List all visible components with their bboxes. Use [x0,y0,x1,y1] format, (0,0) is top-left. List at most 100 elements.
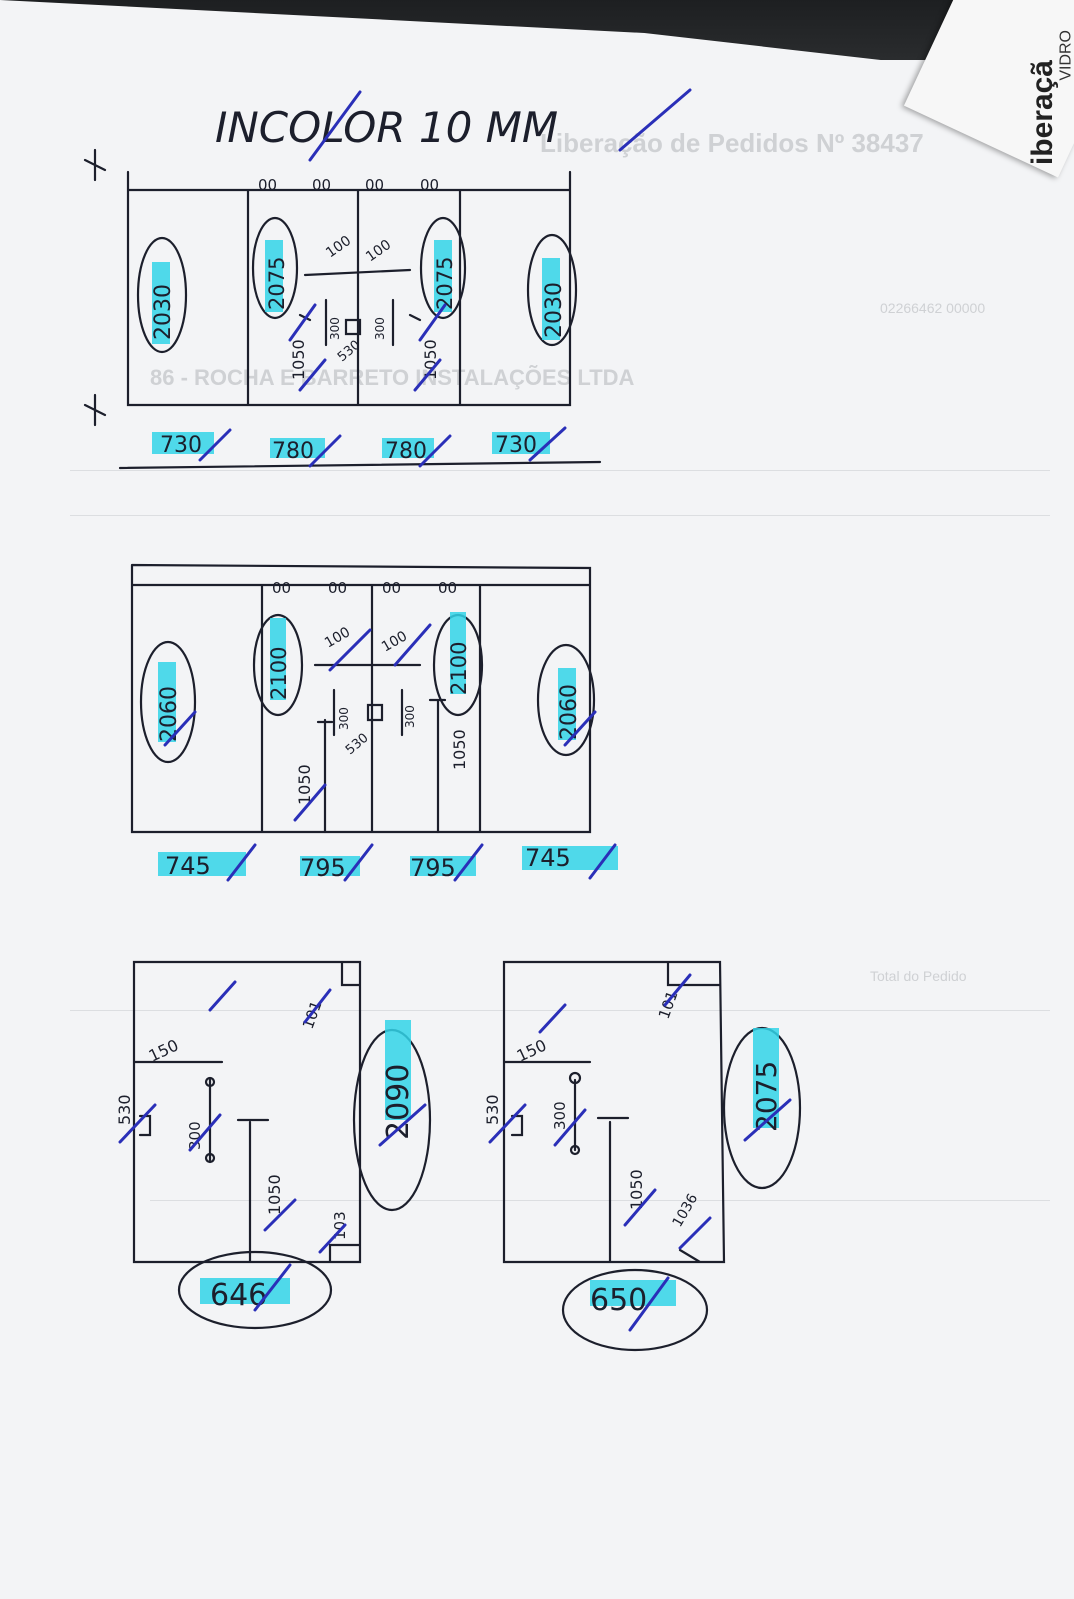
label-300: 300 [551,1101,569,1130]
highlight [542,258,560,340]
highlight [522,846,618,870]
highlight [158,852,246,876]
highlight [152,432,214,454]
panel1-height: 2030 [151,284,176,340]
top-mark-1: 00 [272,579,291,597]
elevation-drawing-1: 00 00 00 00 2030 2075 2075 2030 100 100 … [83,148,602,470]
highlight [410,856,476,876]
handle-hole [204,1076,216,1088]
label-530: 530 [335,338,364,365]
label-1050: 1050 [421,339,440,380]
highlight [558,668,576,740]
label-101: 101 [655,988,682,1021]
highlight [270,438,325,458]
panel1-width: 730 [160,433,202,458]
label-100: 100 [363,237,394,265]
label-1050: 1050 [627,1169,646,1210]
highlight [382,438,434,458]
highlight [158,662,176,742]
showthrough-client: 86 - ROCHA E BARRETO INSTALAÇÕES LTDA [150,365,635,390]
height-circle [136,236,188,354]
height-circle [251,216,299,320]
hardware-marks [313,663,447,834]
tick-mark [288,303,447,392]
title-text: INCOLOR 10 MM [215,103,558,152]
door-drawing-4: 150 101 530 300 1050 1036 2075 650 [483,960,802,1352]
panel3-height: 2075 [433,257,457,310]
hardware-marks [510,1078,630,1152]
panel2-width: 795 [300,854,346,882]
tick-mark [198,426,567,468]
panel2-height: 2100 [267,647,291,700]
highlight [265,240,283,312]
tick-mark [118,980,427,1312]
label-300: 300 [373,317,387,340]
panel2-height: 2075 [265,257,289,310]
top-mark-3: 00 [382,579,401,597]
panel3-width: 780 [385,439,427,464]
top-mark-2: 00 [312,176,331,194]
top-mark-4: 00 [420,176,439,194]
highlight [753,1028,779,1128]
showthrough-title: Liberação de Pedidos Nº 38437 [540,128,924,158]
hardware-marks [298,268,422,347]
label-530: 530 [115,1094,134,1125]
highlight [385,1020,411,1120]
highlight [152,262,170,344]
height-circle [252,613,304,717]
panel3-height: 2100 [447,642,471,695]
tick-mark [488,973,792,1332]
showthrough-total: Total do Pedido [870,968,967,984]
highlight [450,612,466,694]
label-1050: 1050 [289,339,308,380]
handle-hole [568,1071,582,1085]
tick-mark [308,90,362,162]
frame-outline [502,960,726,1264]
dimension-tick [83,148,107,427]
highlight [492,432,550,454]
top-mark-2: 00 [328,579,347,597]
panel4-width: 730 [495,433,537,458]
tick-mark [226,843,617,882]
panel4-height: 2030 [542,282,567,338]
panel4-width: 745 [525,844,571,872]
frame-outline [130,563,592,834]
frame-outline [126,170,572,407]
label-530: 530 [483,1094,502,1125]
label-100: 100 [323,233,354,261]
top-mark-1: 00 [258,176,277,194]
label-300: 300 [328,317,342,340]
height-circle [526,233,578,347]
hardware-marks [138,1078,270,1162]
tick-mark [618,88,692,152]
highlight [300,856,360,876]
handle-hole [204,1152,216,1164]
showthrough-rule [70,515,1050,516]
highlight [270,618,286,700]
highlight [434,240,452,312]
width-dimension-line [118,460,602,470]
label-103: 103 [331,1211,349,1240]
panel2-width: 780 [272,439,314,464]
door3-width: 646 [210,1278,267,1313]
showthrough-rule [70,470,1050,471]
height-circle [139,640,197,764]
frame-outline [132,960,362,1264]
showthrough-rule [150,1200,1050,1201]
height-circle [419,216,467,320]
elevation-drawing-2: 00 00 00 00 2060 2100 2100 2060 100 100 … [130,563,618,882]
label-1036: 1036 [670,1191,702,1230]
door4-width: 650 [590,1283,647,1318]
panel3-width: 795 [410,854,456,882]
tick-mark [163,623,597,822]
panel1-width: 745 [165,852,211,880]
label-300: 300 [403,705,417,728]
width-circle [561,1268,709,1352]
label-300: 300 [337,707,351,730]
door-drawing-3: 150 101 530 300 1050 103 2090 646 [115,960,432,1330]
top-mark-4: 00 [438,579,457,597]
label-1050: 1050 [295,764,314,805]
top-mark-3: 00 [365,176,384,194]
